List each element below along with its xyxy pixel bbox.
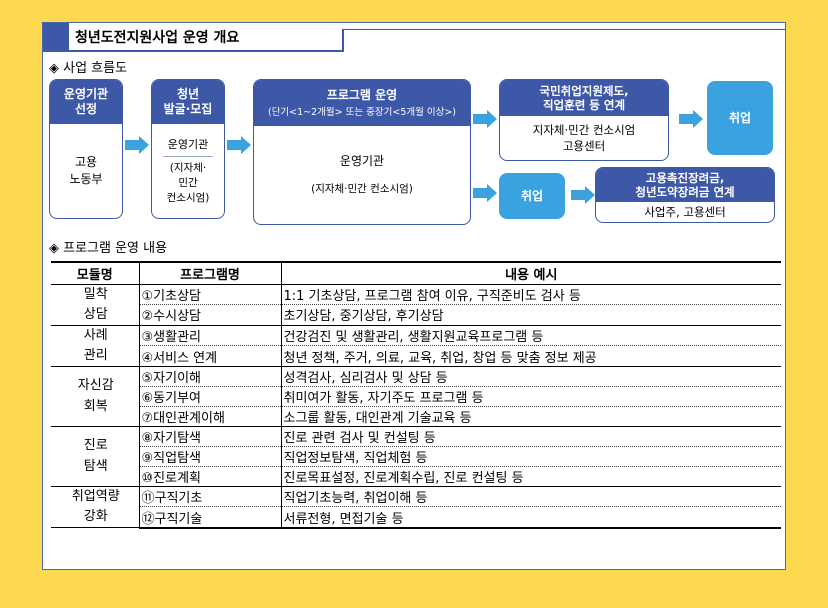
section-program-heading: ◈ 프로그램 운영 내용 [49, 241, 168, 256]
table-header-row: 모듈명 프로그램명 내용 예시 [51, 261, 781, 285]
content-cell: 초기상담, 중기상담, 후기상담 [281, 304, 781, 326]
program-cell: ⑨직업탐색 [139, 446, 282, 468]
content-cell: 진로 관련 검사 및 컨설팅 등 [281, 426, 781, 448]
module-cell: 취업역량 강화 [51, 486, 140, 529]
title-underline [43, 50, 343, 52]
document-title: 청년도전지원사업 운영 개요 [75, 30, 240, 46]
flow-box-program: 프로그램 운영 (단기<1~2개월> 또는 중장기<5개월 이상>) 운영기관 … [253, 79, 471, 225]
flow-box-selection: 운영기관 선정 고용 노동부 [49, 79, 123, 219]
flow-box-program-title: 프로그램 운영 [326, 87, 398, 102]
flow-box-recruit: 청년 발굴·모집 운영기관 (지자체· 민간 컨소시엄) [151, 79, 225, 219]
flow-employment-final: 취업 [707, 81, 773, 155]
flow-employment-early: 취업 [499, 173, 565, 219]
header-content: 내용 예시 [281, 261, 781, 285]
program-cell: ⑧자기탐색 [139, 426, 282, 448]
program-cell: ④서비스 연계 [139, 345, 282, 368]
program-cell: ①기초상담 [139, 284, 282, 306]
flow-box-linkage: 국민취업지원제도, 직업훈련 등 연계 지자체·민간 컨소시엄 고용센터 [499, 79, 669, 161]
flow-box-program-head: 프로그램 운영 (단기<1~2개월> 또는 중장기<5개월 이상>) [254, 80, 470, 126]
content-cell: 직업정보탐색, 직업체험 등 [281, 446, 781, 468]
program-cell: ⑪구직기초 [139, 486, 282, 508]
title-bar: 청년도전지원사업 운영 개요 [43, 23, 343, 51]
content-cell: 취미여가 활동, 자기주도 프로그램 등 [281, 386, 781, 408]
flow-box-recruit-body: 운영기관 (지자체· 민간 컨소시엄) [152, 124, 224, 218]
program-cell: ⑫구직기술 [139, 506, 282, 529]
flow-box-subsidy: 고용촉진장려금, 청년도약장려금 연계 사업주, 고용센터 [595, 167, 775, 223]
flow-box-subsidy-body: 사업주, 고용센터 [644, 204, 726, 219]
flow-box-selection-head: 운영기관 선정 [50, 80, 122, 124]
program-cell: ⑥동기부여 [139, 386, 282, 408]
title-tick [342, 29, 344, 52]
module-cell: 밀착 상담 [51, 284, 140, 326]
header-module: 모듈명 [51, 261, 140, 285]
program-cell: ⑦대인관계이해 [139, 406, 282, 428]
title-accent [43, 23, 69, 51]
flow-box-linkage-head: 국민취업지원제도, 직업훈련 등 연계 [500, 80, 668, 116]
title-rule [342, 29, 786, 30]
divider [162, 156, 214, 158]
flow-box-recruit-head: 청년 발굴·모집 [152, 80, 224, 124]
program-cell: ⑩진로계획 [139, 466, 282, 488]
flow-box-program-body: 운영기관 (지자체·민간 컨소시엄) [254, 126, 470, 224]
content-cell: 소그룹 활동, 대인관계 기술교육 등 [281, 406, 781, 428]
document-sheet: 청년도전지원사업 운영 개요 ◈ 사업 흐름도 운영기관 선정 고용 노동부 청… [42, 22, 786, 570]
flow-box-recruit-org: 운영기관 [167, 137, 209, 151]
header-program: 프로그램명 [139, 261, 282, 285]
content-cell: 건강검진 및 생활관리, 생활지원교육프로그램 등 [281, 325, 781, 347]
content-cell: 청년 정책, 주거, 의료, 교육, 취업, 창업 등 맞춤 정보 제공 [281, 345, 781, 368]
program-cell: ⑤자기이해 [139, 366, 282, 388]
program-cell: ②수시상담 [139, 304, 282, 326]
flow-box-program-subtitle: (단기<1~2개월> 또는 중장기<5개월 이상>) [267, 106, 457, 118]
module-cell: 사례 관리 [51, 325, 140, 368]
flow-box-selection-body: 고용 노동부 [69, 155, 103, 186]
section-flow-heading: ◈ 사업 흐름도 [49, 61, 128, 76]
flow-box-program-org: 운영기관 [339, 154, 385, 169]
module-cell: 자신감 회복 [51, 366, 140, 428]
content-cell: 진로목표설정, 진로계획수립, 진로 컨설팅 등 [281, 466, 781, 488]
module-cell: 진로 탐색 [51, 426, 140, 488]
flow-box-subsidy-head: 고용촉진장려금, 청년도약장려금 연계 [596, 168, 774, 202]
content-cell: 직업기초능력, 취업이해 등 [281, 486, 781, 508]
flow-box-recruit-org-detail: (지자체· 민간 컨소시엄) [166, 162, 210, 204]
flow-box-linkage-body: 지자체·민간 컨소시엄 고용센터 [532, 122, 636, 153]
program-cell: ③생활관리 [139, 325, 282, 347]
content-cell: 서류전형, 면접기술 등 [281, 506, 781, 529]
content-cell: 성격검사, 심리검사 및 상담 등 [281, 366, 781, 388]
content-cell: 1:1 기초상담, 프로그램 참여 이유, 구직준비도 검사 등 [281, 284, 781, 306]
flow-box-program-org-detail: (지자체·민간 컨소시엄) [311, 183, 413, 196]
